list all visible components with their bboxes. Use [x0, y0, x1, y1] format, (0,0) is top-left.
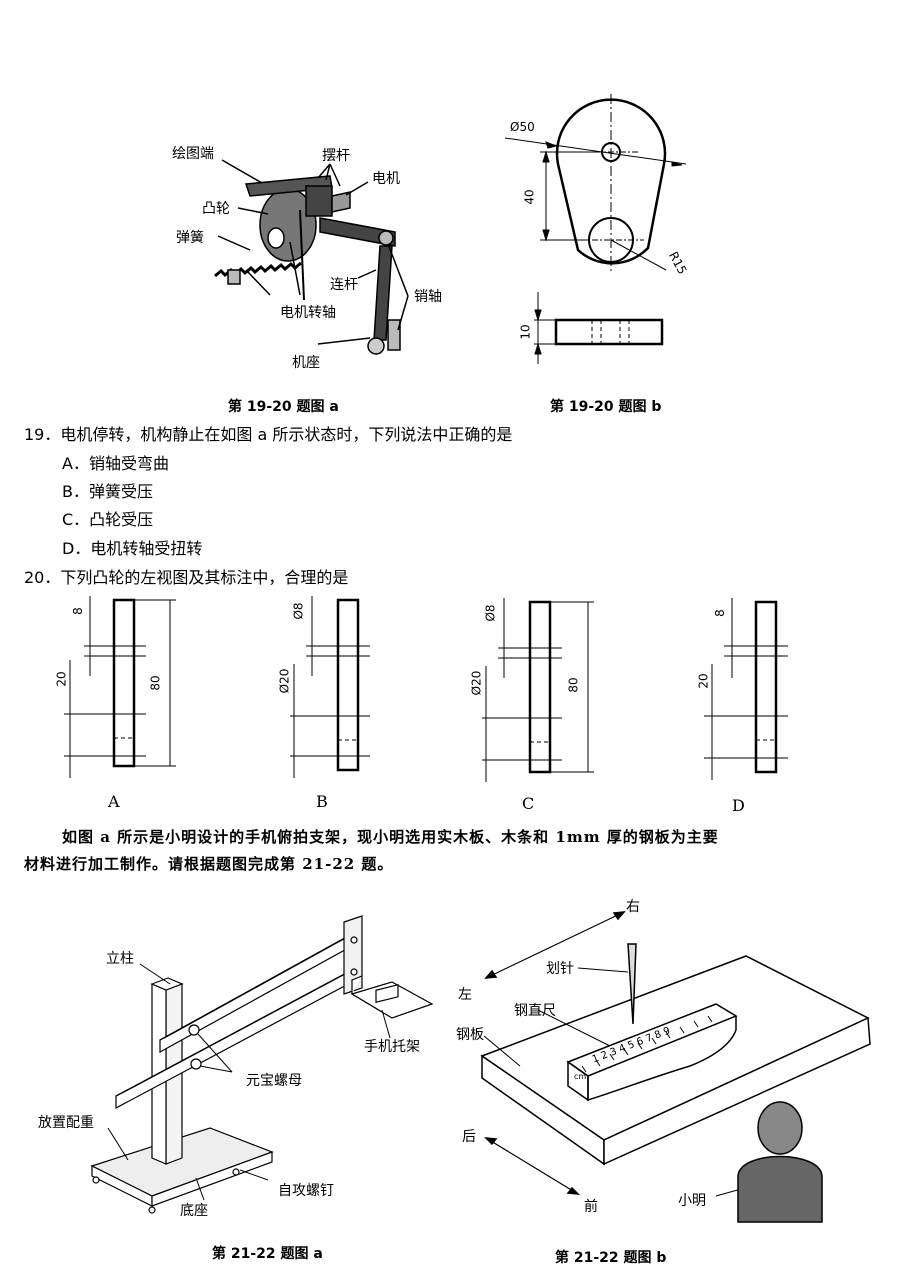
- label-left: 左: [458, 987, 472, 1003]
- label-xiaoming: 小明: [678, 1193, 706, 1209]
- label-spring: 弹簧: [176, 230, 204, 246]
- view-d-letter: D: [732, 796, 745, 815]
- label-motor: 电机: [372, 171, 400, 187]
- label-front: 前: [584, 1199, 598, 1215]
- option-b: B．弹簧受压: [62, 482, 153, 501]
- option-d: D．电机转轴受扭转: [62, 539, 203, 558]
- dim-dia50: Ø50: [510, 120, 535, 134]
- label-column: 立柱: [106, 951, 134, 967]
- label-scriber: 划针: [546, 961, 574, 977]
- label-steel-ruler: 钢直尺: [514, 1003, 556, 1019]
- question-19-stem: 19．电机停转，机构静止在如图 a 所示状态时，下列说法中正确的是: [24, 425, 513, 444]
- label-base: 机座: [292, 355, 320, 371]
- label-swing-rod: 摆杆: [322, 148, 350, 164]
- label-steel-plate: 钢板: [456, 1027, 484, 1043]
- label-cam: 凸轮: [202, 201, 230, 217]
- label-pin-shaft: 销轴: [414, 289, 442, 305]
- view-a-letter: A: [108, 792, 120, 811]
- caption-21-22b: 第 21-22 题图 b: [555, 1250, 667, 1266]
- label-counterweight: 放置配重: [38, 1115, 94, 1131]
- label-back: 后: [462, 1129, 476, 1145]
- option-a: A．销轴受弯曲: [62, 454, 169, 473]
- label-right: 右: [626, 899, 640, 915]
- label-motor-shaft: 电机转轴: [280, 305, 336, 321]
- option-c: C．凸轮受压: [62, 510, 154, 529]
- caption-19-20b: 第 19-20 题图 b: [550, 399, 662, 415]
- intro-line-2: 材料进行加工制作。请根据题图完成第 21-22 题。: [24, 855, 394, 873]
- ruler-unit: cm: [574, 1072, 587, 1081]
- view-c-letter: C: [522, 794, 535, 813]
- label-base: 底座: [180, 1203, 208, 1219]
- label-wing-nut: 元宝螺母: [246, 1073, 302, 1089]
- label-drawing-end: 绘图端: [172, 146, 214, 162]
- view-b-letter: B: [316, 792, 328, 811]
- caption-19-20a: 第 19-20 题图 a: [228, 399, 339, 415]
- question-20-stem: 20．下列凸轮的左视图及其标注中，合理的是: [24, 568, 349, 587]
- label-phone-holder: 手机托架: [364, 1039, 420, 1055]
- caption-21-22a: 第 21-22 题图 a: [212, 1246, 323, 1262]
- intro-line-1: 如图 a 所示是小明设计的手机俯拍支架，现小明选用实木板、木条和 1mm 厚的钢…: [62, 828, 719, 846]
- label-link-rod: 连杆: [330, 277, 358, 293]
- label-screw: 自攻螺钉: [278, 1183, 334, 1199]
